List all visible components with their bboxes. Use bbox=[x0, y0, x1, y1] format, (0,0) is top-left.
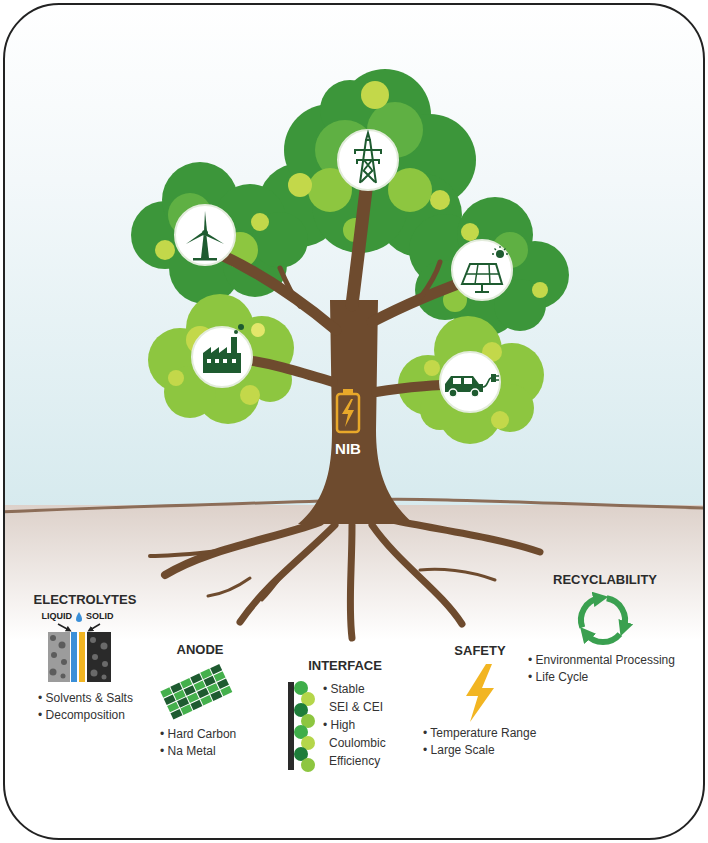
bullet-item: • Hard Carbon bbox=[160, 726, 252, 743]
leaf-blob bbox=[532, 282, 548, 298]
leaf-blob bbox=[430, 190, 450, 210]
pylon-icon bbox=[354, 133, 382, 183]
leaf-blob bbox=[288, 173, 312, 197]
anode-icon bbox=[160, 664, 232, 720]
leaf-blob bbox=[361, 81, 389, 109]
bullet-list: • Environmental Processing• Life Cycle bbox=[528, 652, 692, 686]
recycle-icon bbox=[581, 598, 625, 642]
icon-gap bbox=[285, 674, 405, 680]
bullet-item: • Solvents & Salts bbox=[38, 690, 152, 707]
phase-label: LIQUID bbox=[22, 611, 72, 622]
battery-icon bbox=[337, 389, 359, 432]
carbon-layer bbox=[180, 704, 192, 715]
electrolyte-icon bbox=[48, 612, 111, 682]
application-icons bbox=[175, 130, 512, 412]
bullet-item: • Na Metal bbox=[160, 743, 252, 760]
bullet-item: • Decomposition bbox=[38, 707, 152, 724]
scene bbox=[4, 4, 704, 839]
bullet-list: • Solvents & Salts• Decomposition bbox=[38, 690, 152, 724]
leaf-blob bbox=[155, 240, 175, 260]
leaf-blob bbox=[461, 223, 479, 241]
bullet-item: • Large Scale bbox=[423, 742, 557, 759]
bullet-item: • Temperature Range bbox=[423, 725, 557, 742]
carbon-layer bbox=[170, 709, 182, 720]
bullet-list: • Temperature Range• Large Scale bbox=[423, 725, 557, 759]
roots bbox=[150, 520, 540, 638]
leaf-blob bbox=[424, 360, 440, 376]
electric-car-icon bbox=[445, 374, 499, 397]
phase-label: SOLID bbox=[86, 611, 130, 622]
frame bbox=[4, 4, 704, 839]
factory-icon bbox=[203, 324, 244, 373]
ground bbox=[4, 505, 704, 839]
bullet-item: • High Coulombic Efficiency bbox=[323, 716, 385, 770]
foliage bbox=[131, 69, 569, 444]
safety-bolt-icon bbox=[466, 664, 494, 722]
leaf-blob bbox=[168, 370, 184, 386]
category-heading: INTERFACE bbox=[285, 658, 405, 674]
icon-gap bbox=[403, 659, 557, 725]
carbon-layer bbox=[190, 700, 202, 711]
bullet-list: • Hard Carbon• Na Metal bbox=[160, 726, 252, 760]
leaf-blob bbox=[252, 212, 308, 268]
category-group: ELECTROLYTES • Solvents & Salts• Decompos… bbox=[18, 592, 152, 724]
interphase-grain bbox=[301, 758, 315, 772]
trunk bbox=[298, 300, 414, 524]
category-heading: ELECTROLYTES bbox=[18, 592, 152, 608]
solar-panel-icon bbox=[462, 246, 508, 292]
icon-gap bbox=[518, 588, 692, 652]
carbon-layer bbox=[210, 690, 222, 701]
category-group: RECYCLABILITY • Environmental Processing•… bbox=[518, 572, 692, 686]
bullet-list: • Stable SEI & CEI• High Coulombic Effic… bbox=[323, 680, 385, 770]
category-heading: RECYCLABILITY bbox=[518, 572, 692, 588]
leaf-blob bbox=[251, 323, 265, 337]
branches bbox=[215, 190, 480, 392]
leaf-blob bbox=[420, 390, 460, 430]
carbon-layer bbox=[200, 695, 212, 706]
bullet-item: • Life Cycle bbox=[528, 669, 692, 686]
leaf-blob bbox=[240, 385, 260, 405]
bullet-item: • Environmental Processing bbox=[528, 652, 692, 669]
icon-gap bbox=[18, 608, 152, 690]
category-heading: ANODE bbox=[148, 642, 252, 658]
battery-label: NIB bbox=[318, 440, 378, 457]
leaf-blob bbox=[251, 213, 269, 231]
interface-icon bbox=[288, 681, 315, 772]
wind-turbine-icon bbox=[185, 211, 225, 261]
leaf-blob bbox=[491, 411, 509, 429]
category-group: ANODE • Hard Carbon• Na Metal bbox=[148, 642, 252, 760]
category-group: INTERFACE • Stable SEI & CEI• High Coulom… bbox=[285, 658, 405, 770]
carbon-layer bbox=[220, 686, 232, 697]
icon-gap bbox=[148, 658, 252, 726]
bullet-item: • Stable SEI & CEI bbox=[323, 680, 385, 716]
